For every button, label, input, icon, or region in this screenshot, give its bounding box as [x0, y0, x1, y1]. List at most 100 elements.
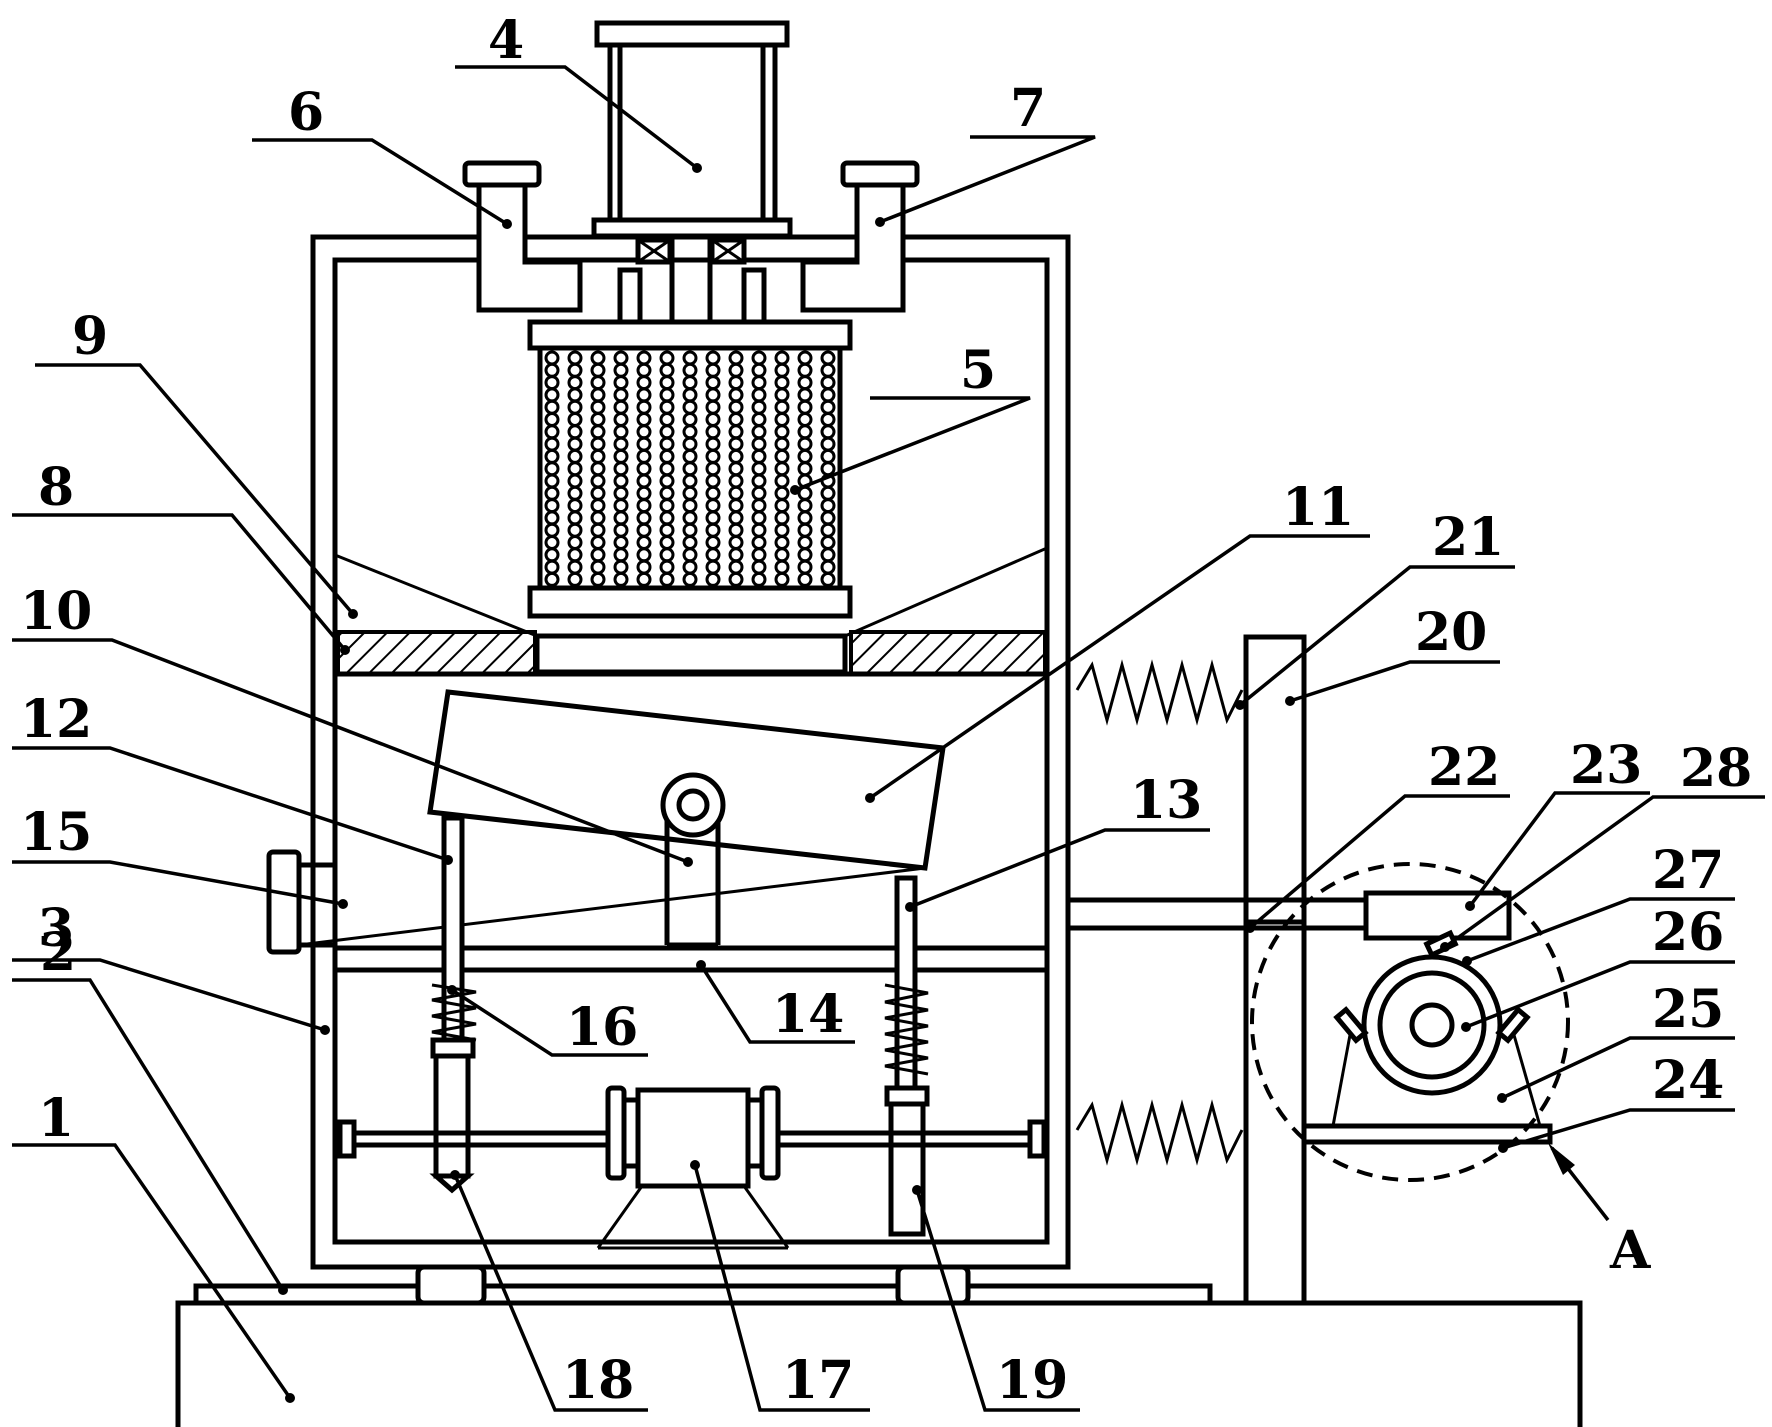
filter-hole — [613, 535, 629, 550]
leader-dot — [692, 163, 702, 173]
filter-hole — [682, 448, 698, 464]
leader-dot — [1465, 901, 1475, 911]
filter-hole — [774, 350, 790, 366]
filter-hole — [820, 424, 836, 440]
filter-hole — [567, 535, 583, 550]
filter-hole — [797, 535, 813, 550]
filter-hole — [820, 399, 836, 415]
filter-hole — [797, 412, 813, 427]
filter-hole — [797, 350, 813, 366]
filter-hole — [567, 362, 583, 378]
lower-shaft-motor — [337, 1085, 1047, 1250]
filter-hole — [636, 547, 652, 563]
funnel — [334, 546, 1048, 638]
filter-hole — [544, 547, 560, 563]
leader-dot — [340, 645, 350, 655]
filter-hole — [728, 559, 744, 575]
filter-cartridge — [527, 319, 853, 675]
label-12: 12 — [20, 689, 92, 750]
filter-hole — [728, 424, 744, 440]
filter-hole — [728, 522, 744, 538]
filter-hole — [567, 485, 583, 501]
filter-hole — [613, 473, 629, 489]
filter-hole — [797, 498, 813, 514]
filter-hole — [751, 350, 767, 366]
filter-hole — [659, 473, 675, 489]
filter-hole — [797, 448, 813, 464]
filter-hole — [820, 522, 836, 538]
filter-hole — [613, 387, 629, 403]
filter-hole — [590, 535, 606, 550]
filter-hole — [774, 375, 790, 391]
filter-hole — [705, 522, 721, 538]
filter-hole — [659, 436, 675, 452]
filter-hole — [682, 473, 698, 489]
cam-assembly — [1331, 954, 1542, 1127]
label-3: 3 — [38, 898, 74, 959]
filter-hole — [567, 571, 583, 587]
filter-hole — [820, 559, 836, 575]
filter-hole — [797, 375, 813, 391]
filter-hole — [705, 412, 721, 427]
filter-hole — [705, 362, 721, 378]
filter-hole — [728, 510, 744, 526]
filter-hole — [590, 498, 606, 514]
leader-dots — [278, 163, 1508, 1403]
filter-hole — [774, 547, 790, 563]
filter-hole — [659, 498, 675, 514]
leader-dot — [696, 960, 706, 970]
filter-hole — [705, 375, 721, 391]
filter-hole — [636, 350, 652, 366]
leader-dot — [320, 1025, 330, 1035]
filter-hole — [636, 412, 652, 427]
slider-block — [1363, 890, 1512, 959]
label-23: 23 — [1570, 735, 1642, 796]
filter-hole — [613, 350, 629, 366]
filter-hole — [659, 510, 675, 526]
leader-dot — [1235, 700, 1245, 710]
filter-hole — [705, 461, 721, 477]
filter-hole — [659, 461, 675, 477]
label-detail-a: A — [1609, 1220, 1651, 1281]
filter-hole — [613, 448, 629, 464]
filter-hole — [774, 535, 790, 550]
filter-hole — [636, 448, 652, 464]
filter-hole — [705, 547, 721, 563]
filter-hole — [613, 571, 629, 587]
leader-dot — [683, 857, 693, 867]
leader-lines — [12, 65, 1765, 1412]
filter-hole — [613, 559, 629, 575]
filter-hole — [636, 424, 652, 440]
filter-hole — [820, 485, 836, 501]
filter-hole — [797, 510, 813, 526]
filter-hole — [728, 387, 744, 403]
filter-hole — [705, 510, 721, 526]
filter-hole — [820, 387, 836, 403]
filter-hole — [751, 375, 767, 391]
filter-hole — [567, 473, 583, 489]
filter-hole — [751, 571, 767, 587]
filter-hole — [774, 498, 790, 514]
filter-hole — [751, 510, 767, 526]
filter-hole — [728, 461, 744, 477]
leader-dot — [502, 219, 512, 229]
filter-hole — [774, 448, 790, 464]
filter-hole — [590, 510, 606, 526]
leader-dot — [865, 793, 875, 803]
filter-hole — [751, 387, 767, 403]
filter-hole — [705, 473, 721, 489]
filter-hole — [774, 510, 790, 526]
base-block — [175, 1300, 1583, 1427]
filter-hole — [774, 399, 790, 415]
detail-circle — [1250, 862, 1570, 1182]
filter-hole — [751, 362, 767, 378]
filter-hole — [705, 448, 721, 464]
filter-hole — [659, 362, 675, 378]
filter-hole — [774, 485, 790, 501]
filter-hole — [774, 387, 790, 403]
filter-hole — [659, 547, 675, 563]
filter-hole — [728, 436, 744, 452]
filter-hole — [636, 559, 652, 575]
filter-hole — [751, 448, 767, 464]
